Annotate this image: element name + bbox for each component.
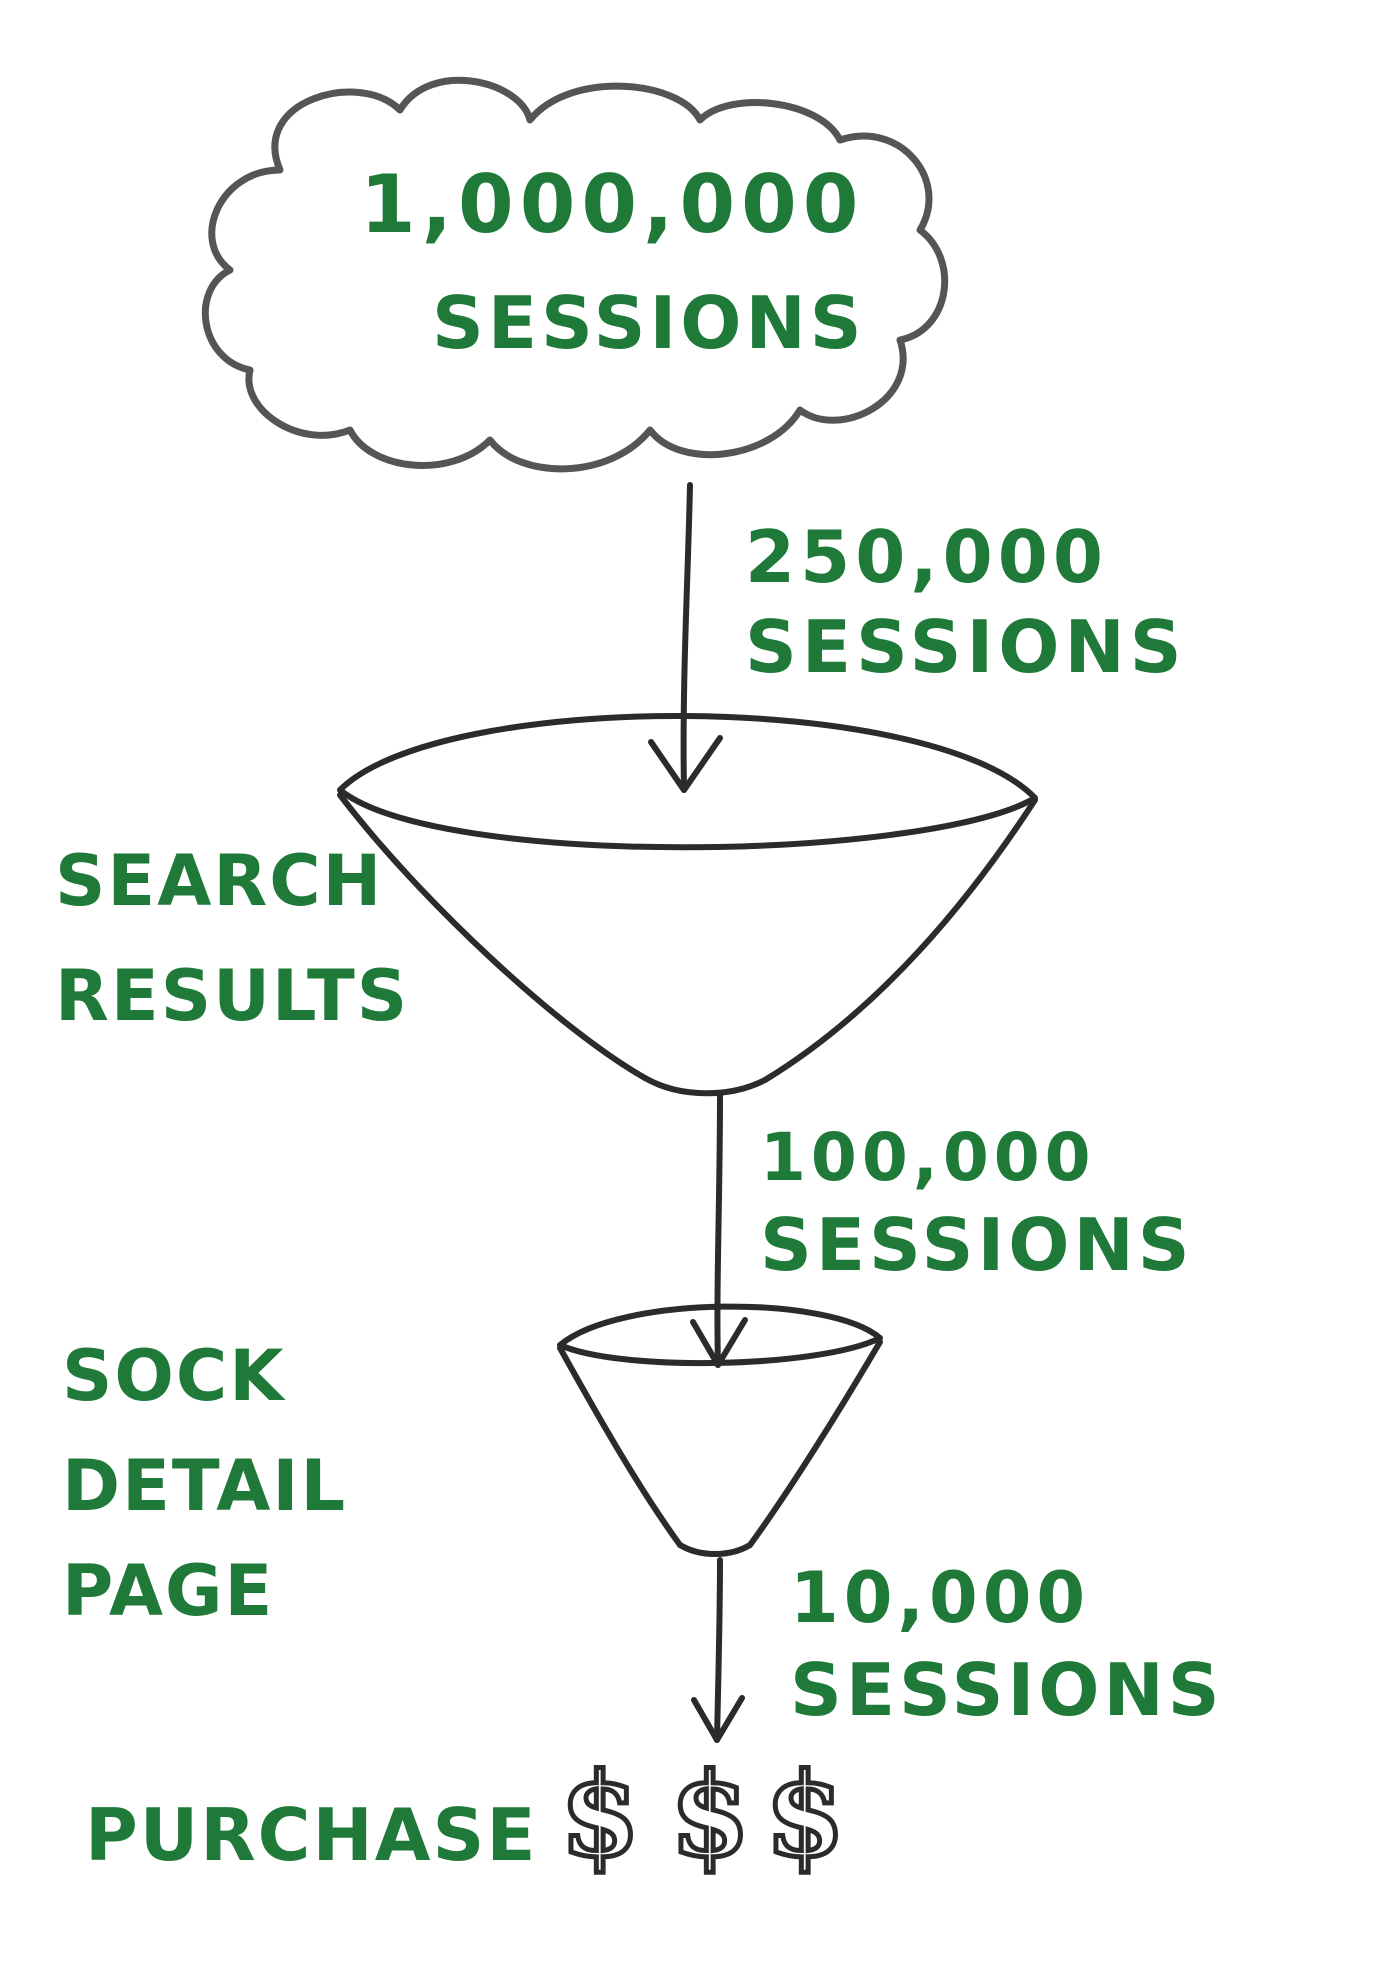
cloud-unit-label: SESSIONS <box>432 281 866 365</box>
detail-label-line3: PAGE <box>62 1550 274 1632</box>
arrow-line-bottom <box>714 1557 723 1743</box>
arrow-head-bottom <box>691 1695 745 1743</box>
detail-label-line2: DETAIL <box>62 1445 347 1527</box>
cloud-shape <box>201 76 949 473</box>
flow-middle-unit-label: SESSIONS <box>760 1203 1194 1287</box>
detail-label-line1: SOCK <box>62 1335 286 1417</box>
funnel-side-left-detail <box>557 1345 683 1548</box>
flow-bottom-unit-label: SESSIONS <box>790 1648 1224 1732</box>
funnel-spout-search <box>642 1075 768 1097</box>
flow-top-unit-label: SESSIONS <box>745 605 1187 689</box>
flow-top-count-label: 250,000 <box>745 515 1108 599</box>
arrow-line-top <box>680 482 693 793</box>
search-label-line1: SEARCH <box>55 840 383 922</box>
sock-detail-funnel <box>557 1303 883 1557</box>
flow-middle-count-label: 100,000 <box>760 1119 1096 1196</box>
funnel-side-right-search <box>762 797 1038 1083</box>
dollar-symbol-3: $ <box>765 1748 845 1883</box>
flow-bottom-count-label: 10,000 <box>790 1557 1090 1639</box>
cloud-count-label: 1,000,000 <box>360 158 864 251</box>
dollar-symbol-2: $ <box>670 1748 750 1883</box>
funnel-spout-detail <box>677 1542 753 1557</box>
funnel-rim-detail <box>557 1303 883 1367</box>
funnel-side-right-detail <box>747 1339 883 1548</box>
search-label-line2: RESULTS <box>55 955 409 1037</box>
purchase-label: PURCHASE <box>85 1793 538 1877</box>
arrow-head-top <box>648 735 723 793</box>
arrow-line-middle <box>714 1092 723 1368</box>
funnel-side-left-search <box>337 792 648 1081</box>
search-results-funnel <box>337 713 1038 1097</box>
dollar-symbol-1: $ <box>560 1748 640 1883</box>
